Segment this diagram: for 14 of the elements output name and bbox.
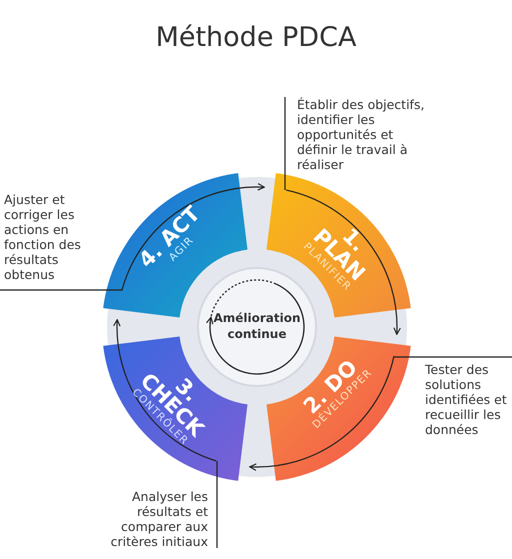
leader-line [216,461,218,548]
cycle-arrow [113,319,216,462]
hub-label: Amélioration continue [212,310,302,342]
description-text: Tester des solutions identifiées et recueillir les données [425,362,512,437]
title: Méthode PDCA [154,22,358,53]
leader-line [394,356,512,358]
description-text: Ajuster et corriger les actions en fonction des résultats obtenus [4,192,104,282]
description-text: Analyser les résultats et comparer aux critères initiaux [100,489,208,549]
description-text: Établir des objectifs, identifier les opportunités et définir le travail à réaliser [297,97,437,172]
leader-line [284,97,286,190]
leader-line [0,289,122,291]
cycle-arrow [286,189,400,335]
cycle-arrow [121,184,265,291]
cycle-arrow [249,356,395,470]
